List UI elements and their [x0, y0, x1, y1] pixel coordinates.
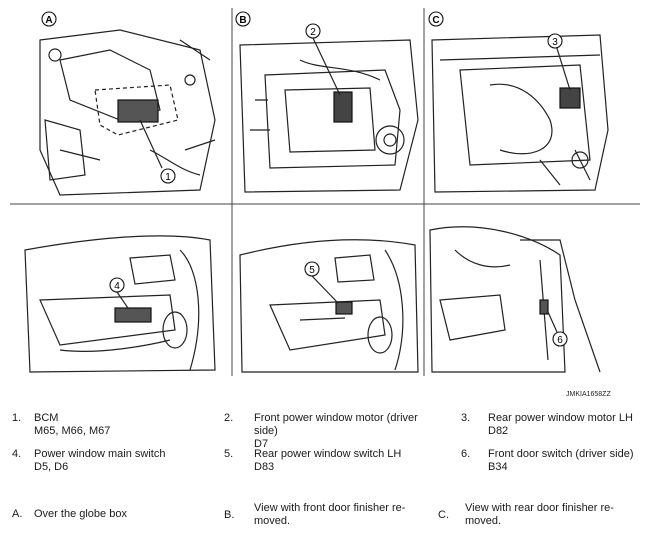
legend-number: 5. [224, 448, 234, 460]
svg-text:3: 3 [552, 37, 558, 48]
figure-code: JMKIA1658ZZ [566, 391, 611, 398]
legend-number: 2. [224, 412, 234, 424]
panel-6-drawing [429, 226, 601, 373]
connector-list: B34 [488, 461, 508, 473]
panel-letter-a: A [41, 11, 57, 27]
component-name: Power window main switch [34, 448, 166, 460]
view-description: Over the globe box [34, 508, 127, 520]
panel-b-drawing [239, 37, 419, 193]
view-description: View with rear door finisher re- moved. [465, 502, 614, 527]
callout-5: 5 [304, 261, 320, 277]
component-name: Front power window motor (driver side) [254, 412, 418, 437]
svg-text:1: 1 [165, 172, 171, 183]
svg-text:A: A [45, 15, 52, 26]
component-name: Front door switch (driver side) [488, 448, 634, 460]
svg-text:2: 2 [310, 27, 316, 38]
panel-dividers [10, 8, 640, 376]
connector-list: D82 [488, 425, 509, 437]
component-name: Rear power window switch LH [254, 448, 402, 460]
svg-text:6: 6 [557, 335, 563, 346]
panel-a-drawing [39, 29, 216, 196]
svg-text:4: 4 [114, 281, 120, 292]
view-letter: A. [12, 508, 23, 520]
svg-text:B: B [239, 15, 246, 26]
legend-number: 1. [12, 412, 22, 424]
view-description: View with front door finisher re- moved. [254, 502, 406, 527]
legend-number: 3. [461, 412, 471, 424]
panel-4-drawing [24, 235, 216, 373]
connector-list: D5, D6 [34, 461, 69, 473]
svg-text:C: C [432, 15, 439, 26]
callout-2: 2 [305, 23, 321, 39]
svg-text:5: 5 [309, 265, 315, 276]
component-name: Rear power window motor LH [488, 412, 633, 424]
panel-c-drawing [431, 34, 609, 193]
callout-6: 6 [552, 331, 568, 347]
legend-number: 6. [461, 448, 471, 460]
view-letter: B. [224, 509, 235, 521]
callout-3: 3 [547, 33, 563, 49]
figure-svg: A B C 1 2 3 4 5 6 [10, 8, 640, 376]
component-name: BCM [34, 412, 59, 424]
connector-list: D83 [254, 461, 275, 473]
connector-list: D7 [254, 438, 269, 450]
callout-1: 1 [160, 168, 176, 184]
legend-label: Front door switch (driver side)B34 [488, 448, 634, 474]
panel-5-drawing [239, 239, 419, 373]
panel-letter-b: B [235, 11, 251, 27]
callout-4: 4 [109, 277, 125, 293]
legend-label: Front power window motor (driver side)D7 [254, 412, 444, 451]
panel-letter-c: C [428, 11, 444, 27]
legend-number: 4. [12, 448, 22, 460]
view-letter: C. [438, 509, 449, 521]
component-location-figure: A B C 1 2 3 4 5 6 JMKIA1658ZZ [10, 8, 640, 398]
connector-list: M65, M66, M67 [34, 425, 111, 437]
